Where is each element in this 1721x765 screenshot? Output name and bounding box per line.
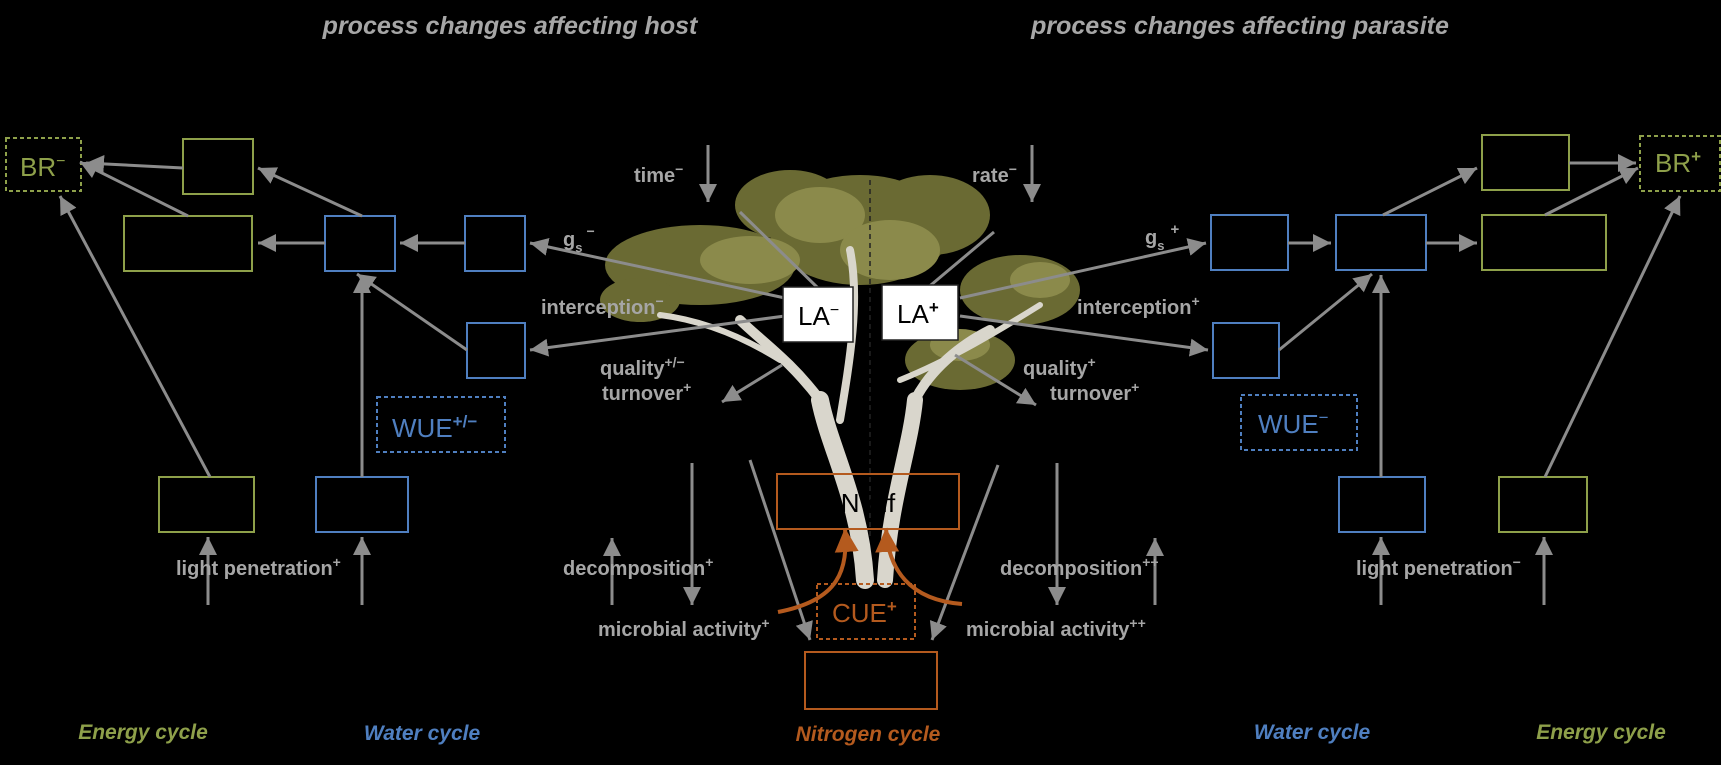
la-parasite-label: LA+ xyxy=(897,298,939,329)
parasite-arrows xyxy=(924,145,1682,641)
gs-parasite-label: gs+ xyxy=(1145,221,1179,253)
energy-box-parasite-middle xyxy=(1481,214,1607,271)
wue-parasite-label: WUE− xyxy=(1258,408,1329,439)
water-box-host-lower xyxy=(315,476,409,533)
nitrogen-arrows xyxy=(777,527,963,614)
la-parasite-box xyxy=(881,284,959,341)
water-cycle-right-label: Water cycle xyxy=(1254,721,1371,744)
rate-parasite-label: rate− xyxy=(972,161,1017,187)
interception-parasite-label: interception+ xyxy=(1077,293,1200,319)
energy-box-host-middle xyxy=(123,215,253,272)
wue-host-label: WUE+/− xyxy=(392,412,477,443)
la-host-label: LA− xyxy=(798,301,839,331)
nitrogen-pool-box xyxy=(804,651,938,710)
quality-parasite-label: quality+ xyxy=(1023,354,1096,380)
gs-box-parasite xyxy=(1210,214,1289,271)
microbial-host-label: microbial activity+ xyxy=(598,615,770,641)
light-box-host xyxy=(158,476,255,533)
n-eff-label: N eff xyxy=(841,488,896,518)
tree-illustration xyxy=(600,170,1080,589)
energy-box-host-upper xyxy=(182,138,254,195)
water-box-parasite-lower xyxy=(1338,476,1426,533)
header-parasite: process changes affecting parasite xyxy=(1030,12,1449,40)
gs-box-host xyxy=(464,215,526,272)
n-eff-box xyxy=(776,473,960,530)
water-box-host-center xyxy=(324,215,396,272)
quality-host-label: quality+/− xyxy=(600,354,685,380)
energy-box-parasite-upper xyxy=(1481,134,1570,191)
energy-cycle-right-label: Energy cycle xyxy=(1536,721,1666,744)
light-host-label: light penetration+ xyxy=(176,554,341,580)
gs-host-label: gs− xyxy=(563,223,595,255)
water-box-parasite-center xyxy=(1335,214,1427,271)
turnover-parasite-label: turnover+ xyxy=(1050,379,1139,405)
decomposition-parasite-label: decomposition++ xyxy=(1000,554,1159,580)
cue-label: CUE+ xyxy=(832,597,897,628)
br-parasite-box xyxy=(1639,135,1721,192)
light-parasite-label: light penetration− xyxy=(1356,554,1521,580)
decomposition-host-label: decomposition+ xyxy=(563,554,713,580)
interception-box-host xyxy=(466,322,526,379)
wue-host-box xyxy=(376,396,506,453)
turnover-host-label: turnover+ xyxy=(602,379,691,405)
cue-box xyxy=(816,583,916,640)
time-host-label: time− xyxy=(634,161,683,187)
br-host-label: BR− xyxy=(20,152,65,182)
light-box-parasite xyxy=(1498,476,1588,533)
microbial-parasite-label: microbial activity++ xyxy=(966,615,1146,641)
wue-parasite-box xyxy=(1240,394,1358,451)
water-cycle-left-label: Water cycle xyxy=(364,722,481,745)
nitrogen-cycle-label: Nitrogen cycle xyxy=(796,723,941,746)
interception-box-parasite xyxy=(1212,322,1280,379)
br-parasite-label: BR+ xyxy=(1655,147,1701,178)
header-host: process changes affecting host xyxy=(322,12,699,40)
energy-cycle-left-label: Energy cycle xyxy=(78,721,208,744)
interception-host-label: interception− xyxy=(541,293,664,319)
host-arrows xyxy=(58,145,822,641)
la-host-box xyxy=(782,286,854,343)
